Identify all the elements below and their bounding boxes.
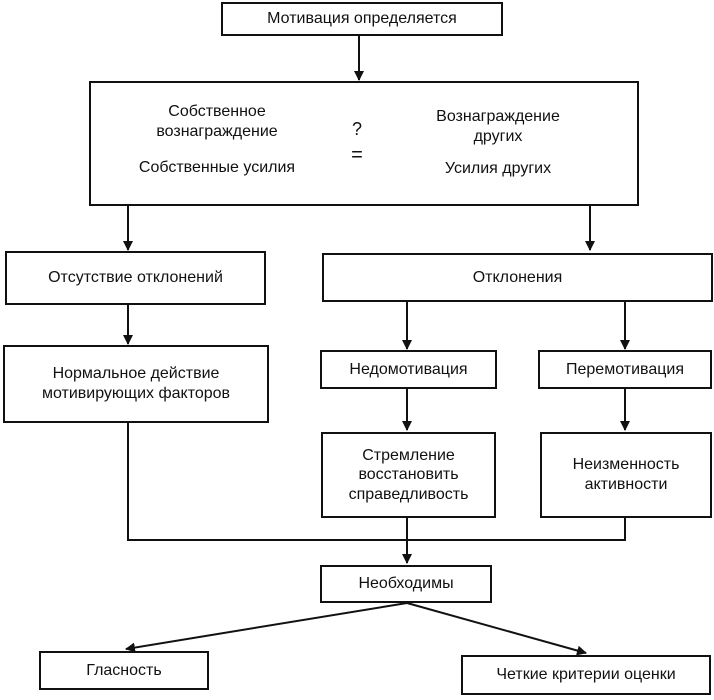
connector-normal-to-needed xyxy=(127,423,407,541)
no-deviation-box: Отсутствие отклонений xyxy=(5,251,266,305)
question-mark: ? xyxy=(351,119,362,139)
restore-justice-box: Стремление восстановить справедливость xyxy=(321,432,496,518)
normal-action-label: Нормальное действие мотивирующих факторо… xyxy=(41,365,231,402)
connector-unchanged-to-needed xyxy=(407,518,626,541)
arrow-needed-to-criteria xyxy=(406,602,587,656)
right-denominator: Усилия других xyxy=(444,160,552,177)
restore-justice-label: Стремление восстановить справедливость xyxy=(348,446,469,503)
glasnost-label: Гласность xyxy=(86,661,162,679)
equals-sign: = xyxy=(351,144,363,166)
arrow-needed-to-glasnost xyxy=(125,602,408,653)
formula-box xyxy=(89,81,639,206)
undermotivation-label: Недомотивация xyxy=(349,360,468,378)
left-denominator: Собственные усилия xyxy=(138,159,296,176)
clear-criteria-label: Четкие критерии оценки xyxy=(496,666,676,684)
deviations-label: Отклонения xyxy=(472,268,563,286)
right-numerator: Вознаграждение других xyxy=(436,108,560,145)
overmotivation-box: Перемотивация xyxy=(538,350,712,389)
undermotivation-box: Недомотивация xyxy=(320,350,497,389)
title-box: Мотивация определяется xyxy=(221,2,503,36)
glasnost-box: Гласность xyxy=(39,651,209,690)
clear-criteria-box: Четкие критерии оценки xyxy=(461,655,711,695)
normal-action-box: Нормальное действие мотивирующих факторо… xyxy=(3,345,269,423)
unchanged-activity-box: Неизменность активности xyxy=(540,432,712,518)
left-numerator: Собственное вознаграждение xyxy=(156,103,278,140)
title-text: Мотивация определяется xyxy=(267,10,457,28)
deviations-box: Отклонения xyxy=(322,253,713,302)
overmotivation-label: Перемотивация xyxy=(566,360,684,378)
needed-box: Необходимы xyxy=(320,565,492,603)
no-deviation-label: Отсутствие отклонений xyxy=(48,269,223,287)
unchanged-activity-label: Неизменность активности xyxy=(572,456,680,493)
needed-label: Необходимы xyxy=(358,575,454,593)
